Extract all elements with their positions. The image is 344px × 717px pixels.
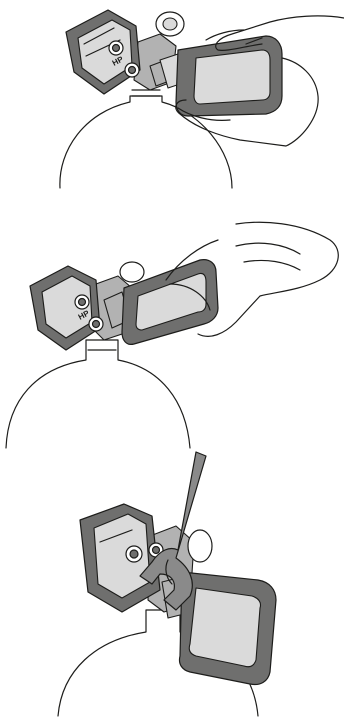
port-2-inner [153,547,160,554]
step-1-panel: HP [0,0,344,200]
port-1-inner [79,299,86,306]
valve-knob [188,530,212,562]
tank-outline [6,340,190,448]
step-2-illustration: HP [0,200,344,450]
port-1-inner [113,45,120,52]
tank-neck [132,90,160,96]
module-window [194,50,270,104]
step-2-panel: HP [0,200,344,450]
step-3-panel [0,450,344,717]
module-window [189,588,260,667]
port-1-inner [130,550,138,558]
valve-knob-center [163,18,177,30]
valve-knob [120,262,144,282]
step-3-illustration [0,450,344,717]
step-1-illustration: HP [0,0,344,200]
port-2-inner [93,321,100,328]
port-2-inner [129,67,136,74]
